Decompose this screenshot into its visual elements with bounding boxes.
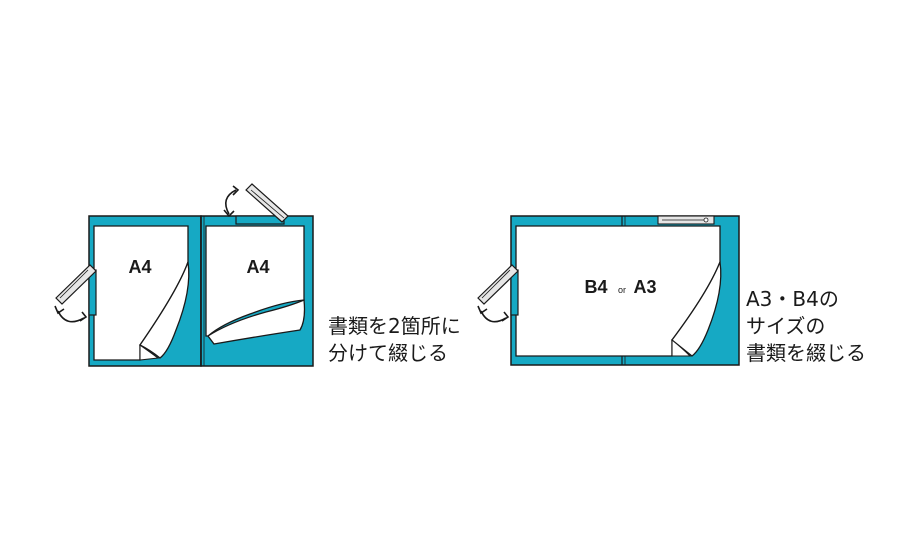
- page-label-right: A4: [246, 257, 269, 277]
- size-label-b4: B4: [584, 277, 607, 297]
- right-caption: A3・B4の サイズの 書類を綴じる: [746, 286, 866, 367]
- right-caption-line-2: サイズの: [746, 314, 826, 338]
- page-label-left: A4: [128, 257, 151, 277]
- left-folder: A4 A4: [54, 183, 314, 367]
- top-clip-lever: [245, 183, 289, 223]
- size-label-or: or: [618, 285, 626, 295]
- arrow-head-icon: [223, 209, 235, 218]
- page-curl-wide: [671, 259, 722, 357]
- rotate-arrow-icon: [224, 189, 237, 215]
- arrow-head-icon: [501, 311, 510, 322]
- side-clip-lever-wide: [477, 264, 519, 305]
- arrow-head-icon: [232, 185, 240, 196]
- left-caption: 書類を2箇所に 分けて綴じる: [328, 313, 461, 367]
- arrow-head-icon: [477, 305, 488, 315]
- page-curl-left-tip: [139, 343, 160, 361]
- page-curl-wide-tip: [671, 338, 692, 357]
- left-caption-line-2: 分けて綴じる: [328, 341, 448, 365]
- right-caption-line-3: 書類を綴じる: [746, 341, 866, 365]
- stored-clip: [657, 215, 715, 225]
- arrow-head-icon: [79, 311, 88, 322]
- arrow-head-icon: [54, 305, 65, 315]
- side-clip-lever: [55, 264, 97, 305]
- right-caption-line-1: A3・B4の: [746, 287, 839, 311]
- right-folder: B4 or A3: [477, 215, 740, 366]
- page-curl-right: [207, 299, 306, 345]
- page-curl-left: [139, 261, 190, 359]
- size-label-a3: A3: [633, 277, 656, 297]
- left-caption-line-1: 書類を2箇所に: [328, 314, 461, 338]
